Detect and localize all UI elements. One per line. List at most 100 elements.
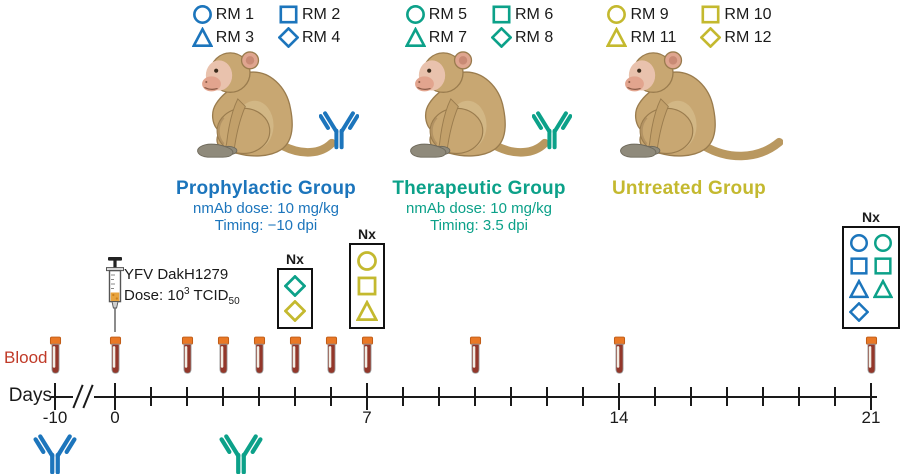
necropsy-symbol — [849, 256, 869, 276]
axis-day-label: 7 — [362, 408, 372, 427]
rm-symbol — [491, 27, 512, 48]
circle-symbol — [192, 5, 212, 24]
rm-symbol — [404, 27, 426, 48]
axis-minor-tick — [150, 387, 152, 406]
rm-symbol — [700, 4, 721, 25]
rm-label: RM 5 — [428, 5, 467, 23]
legend-item: RM 3 — [191, 27, 254, 48]
diamond-symbol — [278, 27, 299, 48]
rm-label: RM 1 — [215, 5, 254, 23]
group-timing: Timing: −10 dpi — [214, 217, 318, 234]
necropsy-group: Nx — [349, 226, 385, 329]
rm-label: RM 6 — [515, 5, 554, 23]
blood-tube — [180, 336, 195, 376]
group-untreated: RM 9 RM 10 RM 11 RM 12 Untreated Group — [576, 2, 802, 200]
axis-break-slash — [72, 384, 84, 409]
treatment-antibody-marker — [219, 430, 263, 474]
axis-minor-tick — [546, 387, 548, 406]
axis-minor-tick — [258, 387, 260, 406]
axis-major-tick — [870, 383, 873, 410]
legend-item: RM 5 — [405, 4, 467, 25]
legend-item: RM 11 — [606, 27, 676, 48]
blood-tube-icon — [469, 336, 481, 374]
rm-label: RM 8 — [515, 28, 554, 46]
axis-minor-tick — [690, 387, 692, 406]
blood-tube-icon — [325, 336, 337, 374]
monkey-illustration — [576, 48, 802, 170]
triangle-symbol — [404, 27, 426, 48]
diamond-symbol — [849, 302, 869, 322]
necropsy-symbol — [873, 256, 893, 276]
rm-label: RM 12 — [724, 28, 772, 46]
blood-tube — [612, 336, 627, 376]
rhesus-macaque — [620, 51, 783, 161]
circle-symbol — [873, 233, 893, 253]
blood-tube — [468, 336, 483, 376]
rm-symbol — [191, 27, 213, 48]
blood-tube — [864, 336, 879, 376]
axis-major-tick — [618, 383, 621, 410]
blood-tube — [108, 336, 123, 376]
axis-minor-tick — [474, 387, 476, 406]
blood-row-label: Blood — [4, 348, 48, 367]
inoculation-dose-line: Dose: 103 TCID50 — [124, 286, 240, 307]
legend-therapeutic: RM 5 RM 6 RM 7 RM 8 — [366, 4, 592, 48]
necropsy-group: Nx — [842, 209, 900, 329]
square-symbol — [492, 5, 511, 24]
axis-minor-tick — [726, 387, 728, 406]
necropsy-symbol — [849, 233, 869, 253]
axis-minor-tick — [294, 387, 296, 406]
diamond-symbol — [284, 300, 306, 322]
rm-symbol — [606, 4, 627, 25]
rm-symbol — [278, 4, 299, 25]
triangle-symbol — [356, 300, 378, 321]
triangle-symbol — [873, 279, 893, 299]
antibody-icon — [219, 434, 263, 474]
necropsy-symbol — [284, 300, 306, 322]
legend-item: RM 6 — [491, 4, 553, 25]
legend-untreated: RM 9 RM 10 RM 11 RM 12 — [576, 4, 802, 48]
days-axis-label: Days — [8, 385, 52, 406]
legend-item: RM 1 — [192, 4, 254, 25]
antibody-icon-slot — [319, 106, 359, 152]
rm-symbol — [192, 4, 213, 25]
rm-label: RM 10 — [724, 5, 772, 23]
rm-symbol — [278, 27, 299, 48]
group-title: Therapeutic Group — [392, 178, 566, 199]
necropsy-group: Nx — [277, 251, 313, 329]
axis-minor-tick — [330, 387, 332, 406]
rm-symbol — [606, 27, 628, 48]
group-dose: nmAb dose: 10 mg/kg — [406, 200, 552, 217]
axis-minor-tick — [762, 387, 764, 406]
blood-tube-icon — [217, 336, 229, 374]
legend-item: RM 12 — [700, 27, 772, 48]
blood-tube — [252, 336, 267, 376]
rhesus-macaque — [197, 51, 337, 158]
legend-item: RM 10 — [700, 4, 772, 25]
necropsy-box — [842, 226, 900, 329]
necropsy-symbol — [356, 300, 378, 322]
legend-prophylactic: RM 1 RM 2 RM 3 RM 4 — [153, 4, 379, 48]
rm-label: RM 3 — [215, 28, 254, 46]
monkey-illustration — [153, 48, 379, 170]
axis-minor-tick — [438, 387, 440, 406]
necropsy-symbol — [284, 275, 306, 297]
group-title: Prophylactic Group — [176, 178, 356, 199]
rhesus-macaque-icon — [595, 48, 783, 170]
rm-symbol — [405, 4, 426, 25]
monkey-illustration — [366, 48, 592, 170]
axis-break-slash — [82, 384, 94, 409]
axis-major-tick — [54, 383, 57, 410]
rm-label: RM 2 — [302, 5, 341, 23]
necropsy-symbol — [356, 250, 378, 272]
necropsy-symbol — [849, 279, 869, 299]
axis-day-label: 0 — [110, 408, 120, 427]
triangle-symbol — [606, 27, 628, 48]
necropsy-label: Nx — [286, 251, 304, 267]
square-symbol — [874, 257, 892, 275]
blood-tube-icon — [49, 336, 61, 374]
legend-item: RM 8 — [491, 27, 553, 48]
blood-tube — [360, 336, 375, 376]
axis-minor-tick — [186, 387, 188, 406]
